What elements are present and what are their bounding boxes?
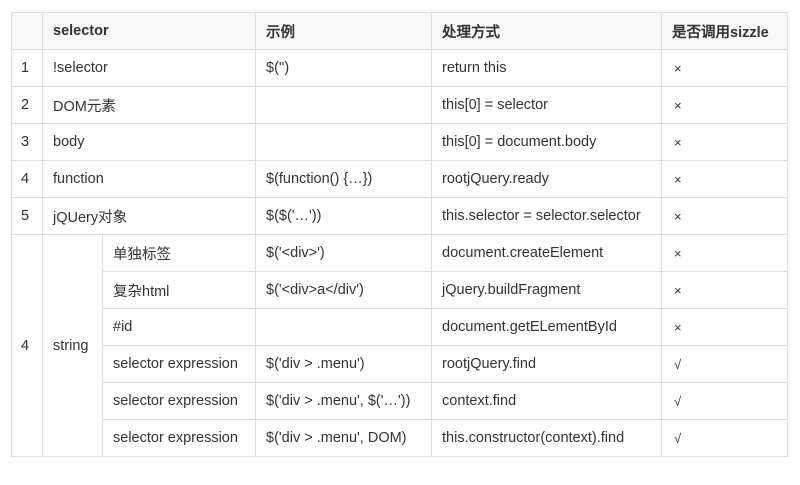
row-sizzle: √ bbox=[661, 382, 788, 420]
row-sizzle: √ bbox=[661, 345, 788, 383]
row-handling: this.constructor(context).find bbox=[431, 419, 662, 457]
row-handling: rootjQuery.find bbox=[431, 345, 662, 383]
header-num bbox=[11, 12, 43, 50]
table-header-row: selector 示例 处理方式 是否调用sizzle bbox=[11, 12, 788, 50]
row-sizzle: × bbox=[661, 123, 788, 161]
row-sub-selector: #id bbox=[102, 308, 256, 346]
table-row: selector expression $('div > .menu', $('… bbox=[12, 382, 788, 420]
row-example: $('div > .menu', $('…')) bbox=[255, 382, 432, 420]
row-sizzle: × bbox=[661, 271, 788, 309]
row-example bbox=[255, 86, 432, 124]
row-sub-selector: selector expression bbox=[102, 345, 256, 383]
table-row: 1 !selector $('') return this × bbox=[11, 49, 788, 87]
row-selector: !selector bbox=[42, 49, 256, 87]
row-handling: context.find bbox=[431, 382, 662, 420]
row-handling: return this bbox=[431, 49, 662, 87]
row-example bbox=[255, 123, 432, 161]
row-example: $(function() {…}) bbox=[255, 160, 432, 198]
header-handling: 处理方式 bbox=[431, 12, 662, 50]
row-example: $('div > .menu', DOM) bbox=[255, 419, 432, 457]
row-handling: this[0] = selector bbox=[431, 86, 662, 124]
row-handling: rootjQuery.ready bbox=[431, 160, 662, 198]
row-selector: DOM元素 bbox=[42, 86, 256, 124]
row-handling: jQuery.buildFragment bbox=[431, 271, 662, 309]
row-num: 1 bbox=[11, 49, 43, 87]
table-row: selector expression $('div > .menu') roo… bbox=[12, 345, 788, 383]
selector-table-wrapper: selector 示例 处理方式 是否调用sizzle 1 !selector … bbox=[11, 12, 788, 457]
row-example: $('div > .menu') bbox=[255, 345, 432, 383]
row-example: $('<div>a</div') bbox=[255, 271, 432, 309]
row-num: 5 bbox=[11, 197, 43, 235]
row-example: $($('…')) bbox=[255, 197, 432, 235]
table-row: #id document.getELementById × bbox=[12, 308, 788, 346]
string-group-selector: string bbox=[42, 234, 103, 457]
row-example: $('<div>') bbox=[255, 234, 432, 272]
row-selector: jQUery对象 bbox=[42, 197, 256, 235]
table-row: 5 jQUery对象 $($('…')) this.selector = sel… bbox=[11, 197, 788, 235]
row-sub-selector: selector expression bbox=[102, 419, 256, 457]
header-selector: selector bbox=[42, 12, 256, 50]
header-sizzle: 是否调用sizzle bbox=[661, 12, 788, 50]
row-example bbox=[255, 308, 432, 346]
table-row: 4 function $(function() {…}) rootjQuery.… bbox=[11, 160, 788, 198]
row-selector: body bbox=[42, 123, 256, 161]
row-handling: this.selector = selector.selector bbox=[431, 197, 662, 235]
row-sizzle: √ bbox=[661, 419, 788, 457]
table-row: 4 string 单独标签 $('<div>') document.create… bbox=[11, 234, 788, 457]
row-handling: document.getELementById bbox=[431, 308, 662, 346]
table-row: 2 DOM元素 this[0] = selector × bbox=[11, 86, 788, 124]
selector-table: selector 示例 处理方式 是否调用sizzle 1 !selector … bbox=[11, 12, 788, 457]
row-num: 2 bbox=[11, 86, 43, 124]
row-sizzle: × bbox=[661, 86, 788, 124]
row-num: 3 bbox=[11, 123, 43, 161]
row-sub-selector: selector expression bbox=[102, 382, 256, 420]
row-handling: document.createElement bbox=[431, 234, 662, 272]
string-group-num: 4 bbox=[11, 234, 43, 457]
row-sub-selector: 复杂html bbox=[102, 271, 256, 309]
row-sizzle: × bbox=[661, 197, 788, 235]
row-selector: function bbox=[42, 160, 256, 198]
row-sizzle: × bbox=[661, 160, 788, 198]
table-row: 复杂html $('<div>a</div') jQuery.buildFrag… bbox=[12, 271, 788, 309]
row-handling: this[0] = document.body bbox=[431, 123, 662, 161]
table-row: 3 body this[0] = document.body × bbox=[11, 123, 788, 161]
row-sub-selector: 单独标签 bbox=[102, 234, 256, 272]
header-example: 示例 bbox=[255, 12, 432, 50]
row-sizzle: × bbox=[661, 234, 788, 272]
table-row: selector expression $('div > .menu', DOM… bbox=[12, 419, 788, 457]
row-sizzle: × bbox=[661, 49, 788, 87]
row-example: $('') bbox=[255, 49, 432, 87]
row-sizzle: × bbox=[661, 308, 788, 346]
row-num: 4 bbox=[11, 160, 43, 198]
